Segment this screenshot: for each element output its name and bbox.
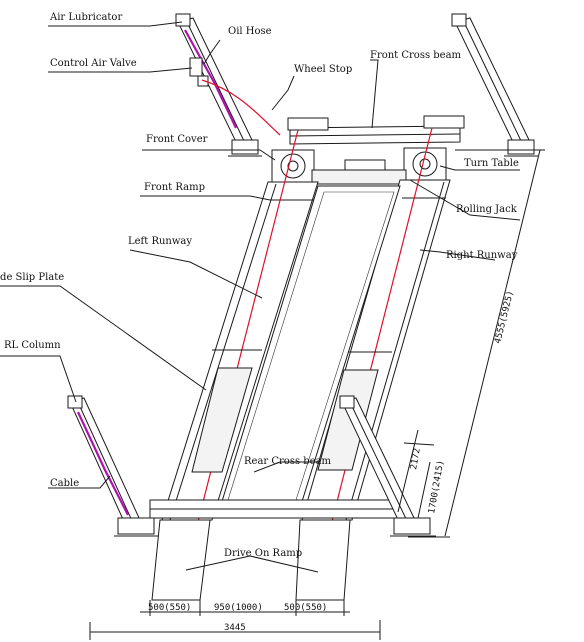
ramp-right-dimension: 500(550): [284, 603, 327, 613]
dimension-2172: 2172: [409, 447, 423, 470]
overall-width-dimension: 3445: [224, 623, 246, 633]
turn-table-label: Turn Table: [464, 158, 519, 169]
drive-on-ramp-label: Drive On Ramp: [224, 548, 302, 559]
rl-column-label: RL Column: [4, 340, 61, 351]
overall-length-dimension: 4555(5925): [493, 290, 516, 345]
front-right-column: [451, 13, 538, 157]
drive-on-ramp-right: [295, 519, 351, 601]
right-runway-label: Right Runway: [446, 250, 518, 261]
wheel-stop-label: Wheel Stop: [294, 64, 352, 75]
rear-cross-beam: [149, 499, 401, 519]
front-cover-label: Front Cover: [146, 134, 208, 145]
control-air-valve-label: Control Air Valve: [50, 58, 137, 69]
air-lubricator-label: Air Lubricator: [49, 12, 122, 23]
turn-table-left: [271, 149, 315, 183]
ramp-left-dimension: 500(550): [148, 603, 191, 613]
rolling-jack-label: Rolling Jack: [456, 204, 518, 215]
rolling-jack: [311, 159, 407, 185]
dimension-1700: 1700(2415): [427, 459, 446, 514]
front-left-column: [175, 13, 262, 157]
dimension-lines: [89, 149, 545, 640]
right-runway: [301, 127, 451, 601]
left-runway-label: Left Runway: [128, 236, 192, 247]
rear-cross-beam-label: Rear Cross beam: [244, 456, 332, 467]
cable-label: Cable: [50, 478, 79, 489]
oil-hose: [201, 79, 281, 136]
side-slip-plate-label: Side Slip Plate: [0, 272, 64, 283]
rear-left-column: [67, 395, 160, 537]
left-runway: [161, 129, 319, 601]
front-cross-beam: [287, 115, 465, 145]
front-cross-beam-label: Front Cross beam: [370, 50, 462, 61]
turn-table-right: [403, 147, 447, 181]
ramp-gap-dimension: 950(1000): [214, 603, 263, 613]
rear-right-column: [339, 395, 436, 537]
drive-on-ramp-left: [151, 519, 211, 601]
front-ramp-label: Front Ramp: [144, 182, 205, 193]
oil-hose-label: Oil Hose: [228, 26, 272, 37]
leader-lines: [0, 21, 521, 573]
